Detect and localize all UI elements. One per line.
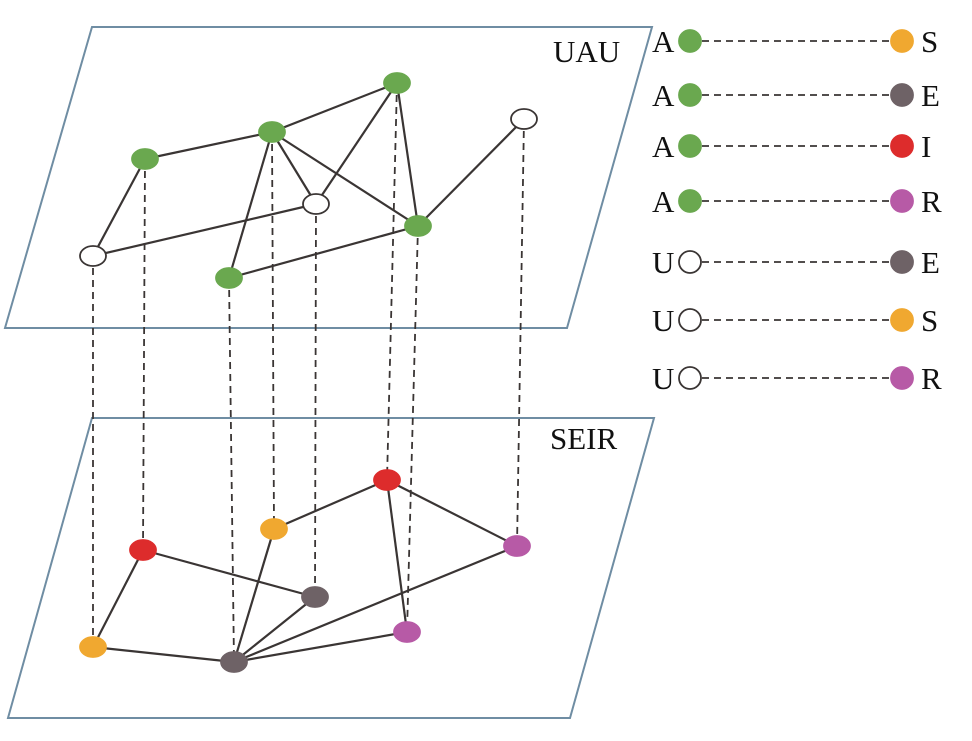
uau-edge-4-5 [228,224,419,280]
interlayer-link-4 [406,225,419,633]
seir-node-1-I [129,539,157,561]
seir-layer-label: SEIR [550,421,618,456]
uau-node-8-U [510,108,538,130]
interlayer-link-1 [142,158,146,551]
uau-edge-3-7 [315,82,398,205]
legend-right-label: S [921,24,938,59]
legend-left-label: U [652,361,674,396]
uau-node-4-A [404,215,432,237]
legend-right-label: E [921,245,940,280]
seir-edge-5-7 [233,596,316,663]
legend-right-label: R [921,184,942,219]
seir-edge-3-4 [385,479,409,633]
seir-node-7-E [301,586,329,608]
uau-layer-label: UAU [553,34,620,69]
uau-edge-1-2 [144,130,273,161]
legend-left-label: U [652,303,674,338]
seir-node-5-E [220,651,248,673]
legend-right-label: I [921,129,931,164]
seir-edge-6-5 [92,645,235,664]
legend-left-node [678,308,702,332]
seir-node-3-I [373,469,401,491]
legend-left-label: A [652,24,675,59]
seir-edge-5-4 [233,630,408,664]
legend-right-label: E [921,78,940,113]
uau-node-3-A [383,72,411,94]
seir-edge-1-7 [142,548,316,599]
legend-left-label: A [652,129,675,164]
seir-layer-edges [92,478,518,664]
legend-left-label: U [652,245,674,280]
seir-layer-plane [6,417,656,719]
uau-node-2-A [258,121,286,143]
legend-right-label: R [921,361,942,396]
interlayer-link-7 [314,203,317,598]
uau-edge-2-7 [271,131,317,205]
legend-right-node [890,308,914,332]
legend-left-node [678,366,702,390]
uau-edge-4-8 [417,118,525,227]
uau-node-1-A [131,148,159,170]
seir-node-2-S [260,518,288,540]
uau-node-5-A [215,267,243,289]
legend-right-node [890,189,914,213]
legend-left-node [678,29,702,53]
uau-edge-2-3 [271,81,398,134]
uau-edge-3-4 [395,82,420,227]
uau-edge-2-5 [227,131,274,279]
legend-right-node [890,250,914,274]
seir-node-4-R [393,621,421,643]
legend-left-node [678,134,702,158]
interlayer-link-3 [386,82,398,481]
legend-right-node [890,366,914,390]
seir-layer-nodes [79,469,531,673]
legend-right-label: S [921,303,938,338]
interlayer-links [92,82,525,663]
legend-left-node [678,83,702,107]
seir-edge-5-8 [233,544,518,664]
uau-edge-7-6 [92,202,317,258]
seir-edge-3-8 [386,479,518,547]
legend-right-node [890,29,914,53]
uau-layer-nodes [79,72,538,289]
uau-edge-2-4 [271,131,419,227]
uau-layer-edges [92,81,525,280]
seir-edge-1-6 [92,549,144,648]
legend-right-node [890,134,914,158]
seir-edge-5-2 [232,528,276,663]
seir-node-6-S [79,636,107,658]
uau-node-7-U [302,193,330,215]
interlayer-link-5 [228,277,235,663]
seir-edge-2-3 [273,478,388,531]
interlayer-link-2 [271,131,275,530]
legend-left-label: A [652,78,675,113]
legend-right-node [890,83,914,107]
legend-left-node [678,189,702,213]
uau-layer-plane [3,26,654,329]
legend-left-node [678,250,702,274]
seir-node-8-R [503,535,531,557]
uau-edge-1-6 [92,158,146,257]
uau-node-6-U [79,245,107,267]
legend-left-label: A [652,184,675,219]
